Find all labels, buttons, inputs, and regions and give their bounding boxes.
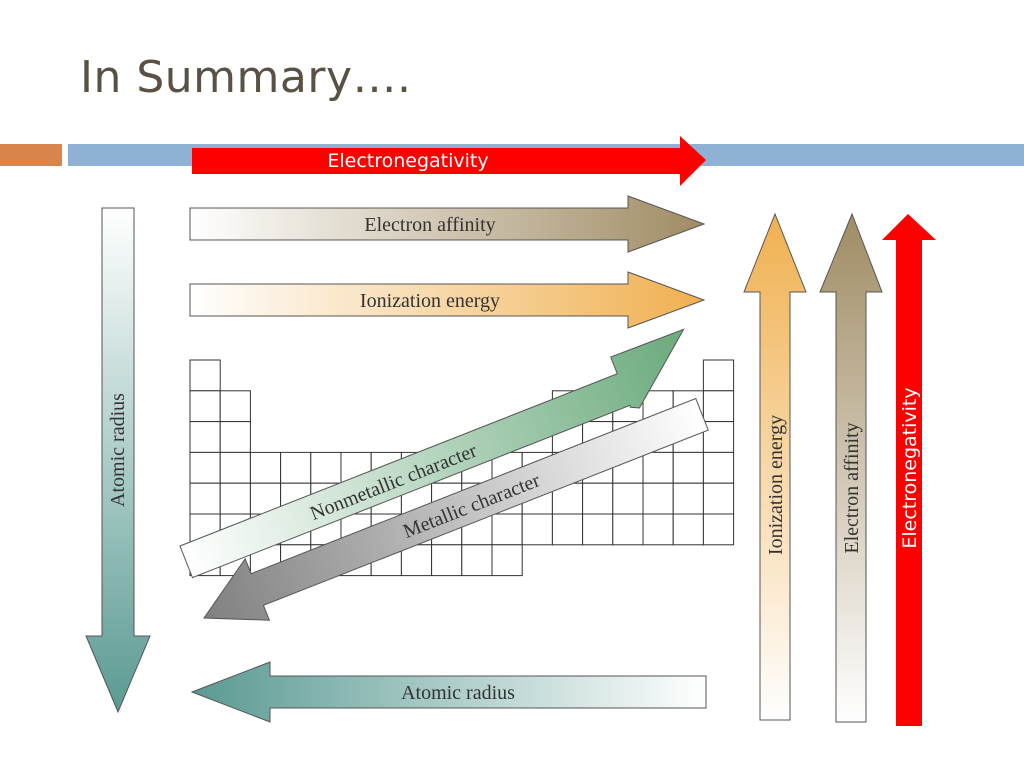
periodic-table-cell [672,482,704,515]
periodic-table-cell [310,451,342,484]
periodic-table-cell [521,513,553,546]
electron-affinity-arrow-vertical: Electron affinity [819,212,883,723]
electron-affinity-label-horizontal: Electron affinity [364,214,495,236]
periodic-table-cell [219,421,251,453]
periodic-table-cell [189,451,221,484]
periodic-table-cell [189,421,221,453]
periodic-table-cell [672,451,704,484]
periodic-table-cell [642,482,674,515]
periodic-table-cell [702,359,735,392]
atomic-radius-arrow-vertical: Atomic radius [85,207,151,714]
periodic-table-cell [280,451,312,484]
accent-bar-orange [0,144,62,166]
atomic-radius-label-horizontal: Atomic radius [401,682,515,704]
periodic-table-cell [582,513,614,546]
periodic-table-cell [461,544,493,577]
periodic-table-cell [702,451,735,484]
electronegativity-label-horizontal: Electronegativity [327,150,488,172]
periodic-table-cell [642,451,674,484]
slide-title: In Summary…. [80,52,412,103]
periodic-table-cell [219,390,251,423]
periodic-table-cell [189,359,221,392]
periodic-table-cell [491,544,523,577]
periodic-table-cell [491,513,523,546]
periodic-table-cell [582,482,614,515]
ionization-energy-arrow-vertical: Ionization energy [743,212,807,721]
electronegativity-arrow-horizontal: Electronegativity [192,136,706,186]
periodic-table-cell [642,513,674,546]
periodic-table-cell [431,544,463,577]
ionization-energy-arrow-horizontal: Ionization energy [189,271,706,329]
ionization-energy-label-horizontal: Ionization energy [360,290,500,312]
periodic-table-cell [612,513,644,546]
periodic-table-cell [672,513,704,546]
atomic-radius-arrow-horizontal: Atomic radius [190,661,707,723]
atomic-radius-label-vertical: Atomic radius [107,393,129,507]
periodic-table-cell [612,482,644,515]
periodic-table-cell [702,390,735,423]
periodic-table-cell [219,482,251,515]
electronegativity-arrow-vertical: Electronegativity [882,214,936,726]
electronegativity-label-vertical: Electronegativity [899,387,921,548]
periodic-table-cell [702,421,735,453]
periodic-table-cell [219,451,251,484]
periodic-table-cell [551,513,584,546]
periodic-table-cell [702,482,735,515]
ionization-energy-label-vertical: Ionization energy [765,415,787,555]
electron-affinity-label-vertical: Electron affinity [841,422,863,553]
periodic-table-cell [702,513,735,546]
periodic-table-cell [249,451,282,484]
periodic-table-cell [189,390,221,423]
electron-affinity-arrow-horizontal: Electron affinity [189,195,706,253]
periodic-table-cell [189,482,221,515]
